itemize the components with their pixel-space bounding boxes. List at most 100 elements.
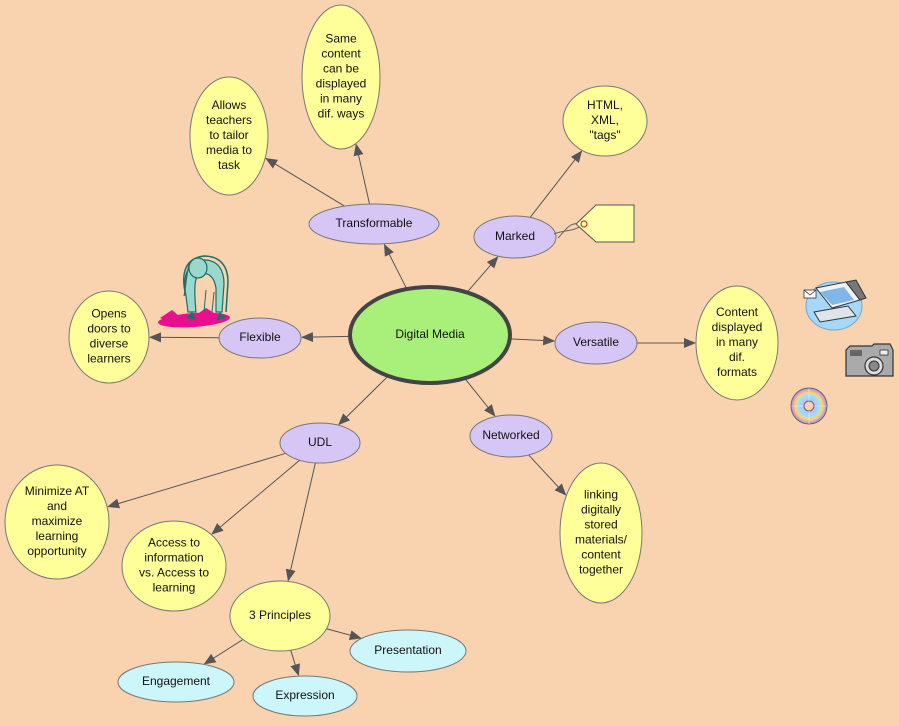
node-label-networked: Networked bbox=[482, 428, 539, 442]
node-label-access-info: vs. Access to bbox=[139, 566, 209, 580]
node-udl[interactable]: UDL bbox=[279, 422, 361, 464]
node-networked[interactable]: Networked bbox=[469, 414, 553, 458]
edge-three-principles-to-expression bbox=[290, 650, 300, 677]
node-label-digital-media: Digital Media bbox=[395, 327, 465, 341]
node-label-transformable: Transformable bbox=[336, 216, 413, 230]
node-versatile[interactable]: Versatile bbox=[554, 321, 638, 365]
node-label-html-xml: "tags" bbox=[589, 128, 620, 142]
node-label-marked: Marked bbox=[495, 229, 535, 243]
node-label-minimize-at: and bbox=[47, 499, 67, 513]
edge-udl-to-three-principles bbox=[285, 462, 316, 582]
node-expression[interactable]: Expression bbox=[252, 675, 358, 717]
node-flexible[interactable]: Flexible bbox=[218, 317, 302, 359]
node-label-access-info: Access to bbox=[148, 536, 200, 550]
node-label-linking: materials/ bbox=[575, 533, 628, 547]
node-shape-expression bbox=[252, 675, 358, 717]
node-label-access-info: learning bbox=[153, 581, 196, 595]
node-label-linking: linking bbox=[584, 488, 618, 502]
node-label-access-info: information bbox=[144, 551, 203, 565]
edge-three-principles-to-presentation bbox=[326, 628, 362, 641]
node-label-html-xml: XML, bbox=[591, 113, 619, 127]
edges-layer bbox=[107, 143, 696, 677]
node-minimize-at[interactable]: Minimize ATandmaximizelearningopportunit… bbox=[4, 464, 110, 580]
edge-digital-media-to-transformable bbox=[383, 243, 408, 290]
node-label-allows-teachers: Allows bbox=[212, 98, 247, 112]
node-label-minimize-at: Minimize AT bbox=[25, 484, 90, 498]
node-label-content-displayed: formats bbox=[717, 365, 757, 379]
node-label-linking: stored bbox=[584, 518, 617, 532]
node-label-content-displayed: Content bbox=[716, 305, 759, 319]
node-label-opens-doors: doors to bbox=[87, 322, 131, 336]
node-label-content-displayed: in many bbox=[716, 335, 758, 349]
tag-icon bbox=[553, 204, 635, 243]
nodes-layer: Digital Media TransformableMarkedFlexible… bbox=[4, 4, 779, 717]
edge-transformable-to-allows-teachers bbox=[265, 157, 345, 207]
node-shape-html-xml bbox=[562, 85, 648, 157]
node-label-linking: digitally bbox=[581, 503, 621, 517]
camera-icon bbox=[845, 343, 894, 377]
node-label-same-content: displayed bbox=[316, 77, 367, 91]
cd-icon bbox=[790, 387, 828, 425]
node-presentation[interactable]: Presentation bbox=[349, 629, 467, 673]
node-engagement[interactable]: Engagement bbox=[117, 661, 235, 703]
node-shape-flexible bbox=[218, 317, 302, 359]
edge-transformable-to-same-content bbox=[353, 143, 371, 205]
node-label-minimize-at: maximize bbox=[32, 514, 83, 528]
edge-digital-media-to-marked bbox=[466, 256, 499, 293]
node-shape-access-info bbox=[121, 520, 227, 612]
node-shape-allows-teachers bbox=[189, 76, 269, 196]
edge-digital-media-to-flexible bbox=[300, 332, 351, 343]
node-shape-udl bbox=[279, 422, 361, 464]
node-shape-versatile bbox=[554, 321, 638, 365]
node-label-same-content: content bbox=[321, 47, 361, 61]
node-label-flexible: Flexible bbox=[239, 330, 281, 344]
node-label-allows-teachers: teachers bbox=[206, 113, 252, 127]
node-shape-engagement bbox=[117, 661, 235, 703]
node-label-presentation: Presentation bbox=[374, 643, 441, 657]
node-label-expression: Expression bbox=[275, 688, 334, 702]
edge-udl-to-minimize-at bbox=[107, 452, 286, 509]
node-digital-media[interactable]: Digital Media bbox=[348, 285, 512, 385]
node-three-principles[interactable]: 3 Principles bbox=[229, 580, 331, 652]
node-linking[interactable]: linkingdigitallystoredmaterials/contentt… bbox=[559, 462, 643, 604]
edge-udl-to-access-info bbox=[211, 459, 300, 535]
node-label-minimize-at: opportunity bbox=[27, 544, 86, 558]
edge-marked-to-html-xml bbox=[529, 150, 583, 218]
node-label-linking: content bbox=[581, 548, 621, 562]
node-shape-same-content bbox=[301, 4, 381, 150]
edge-digital-media-to-versatile bbox=[509, 335, 556, 346]
node-label-content-displayed: dif. bbox=[729, 350, 745, 364]
node-label-same-content: in many bbox=[320, 92, 362, 106]
node-shape-opens-doors bbox=[68, 290, 150, 384]
node-label-opens-doors: diverse bbox=[90, 337, 129, 351]
node-transformable[interactable]: Transformable bbox=[308, 203, 440, 245]
edge-digital-media-to-udl bbox=[338, 375, 389, 426]
node-html-xml[interactable]: HTML,XML,"tags" bbox=[562, 85, 648, 157]
node-marked[interactable]: Marked bbox=[473, 215, 557, 259]
node-shape-content-displayed bbox=[695, 285, 779, 401]
node-shape-minimize-at bbox=[4, 464, 110, 580]
edge-three-principles-to-engagement bbox=[203, 639, 244, 665]
edge-digital-media-to-networked bbox=[464, 377, 496, 417]
node-shape-linking bbox=[559, 462, 643, 604]
node-shape-marked bbox=[473, 215, 557, 259]
node-label-opens-doors: Opens bbox=[91, 307, 126, 321]
node-label-udl: UDL bbox=[308, 435, 332, 449]
node-label-engagement: Engagement bbox=[142, 674, 211, 688]
node-label-allows-teachers: to tailor bbox=[209, 128, 248, 142]
node-label-opens-doors: learners bbox=[87, 352, 130, 366]
edge-networked-to-linking bbox=[528, 454, 567, 496]
node-label-allows-teachers: task bbox=[218, 158, 241, 172]
node-label-linking: together bbox=[579, 563, 623, 577]
node-label-same-content: Same bbox=[325, 32, 357, 46]
stretching-person-icon bbox=[158, 255, 230, 328]
node-label-allows-teachers: media to bbox=[206, 143, 252, 157]
node-shape-presentation bbox=[349, 629, 467, 673]
node-shape-networked bbox=[469, 414, 553, 458]
